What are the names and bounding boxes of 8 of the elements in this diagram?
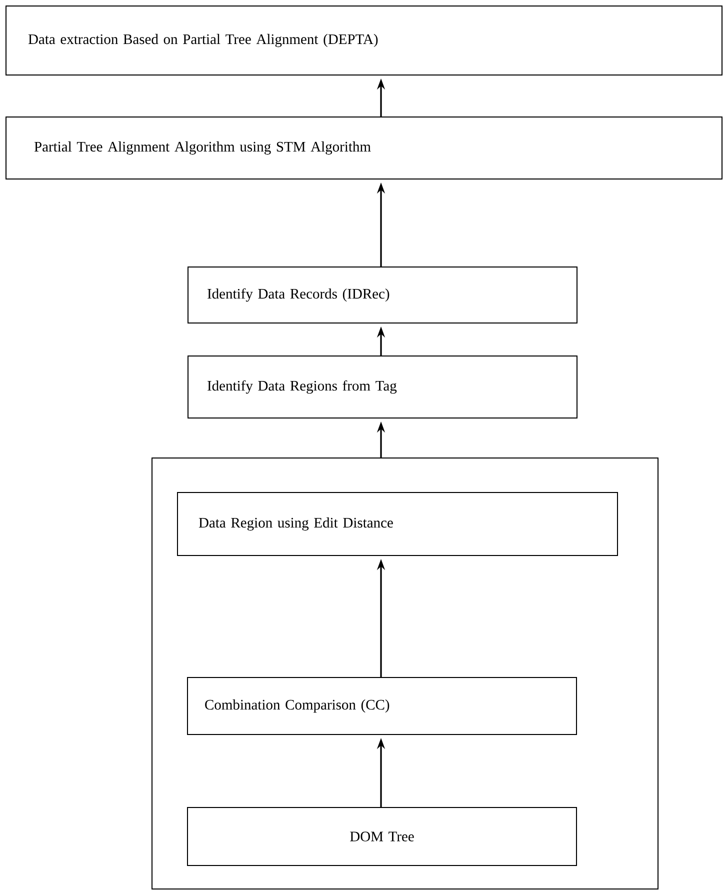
process-box: DOM Tree [187, 807, 577, 866]
process-box: Identify Data Regions from Tag [188, 356, 578, 418]
process-box: Combination Comparison (CC) [187, 677, 577, 735]
process-box: Partial Tree Alignment Algorithm using STM Algorithm [6, 116, 722, 180]
group-box [152, 458, 658, 890]
process-box: Data Region using Edit Distance [177, 492, 618, 556]
process-box: Identify Data Records (IDRec) [188, 266, 578, 324]
process-box: Data extraction Based on Partial Tree Alignment (DEPTA) [6, 6, 722, 76]
